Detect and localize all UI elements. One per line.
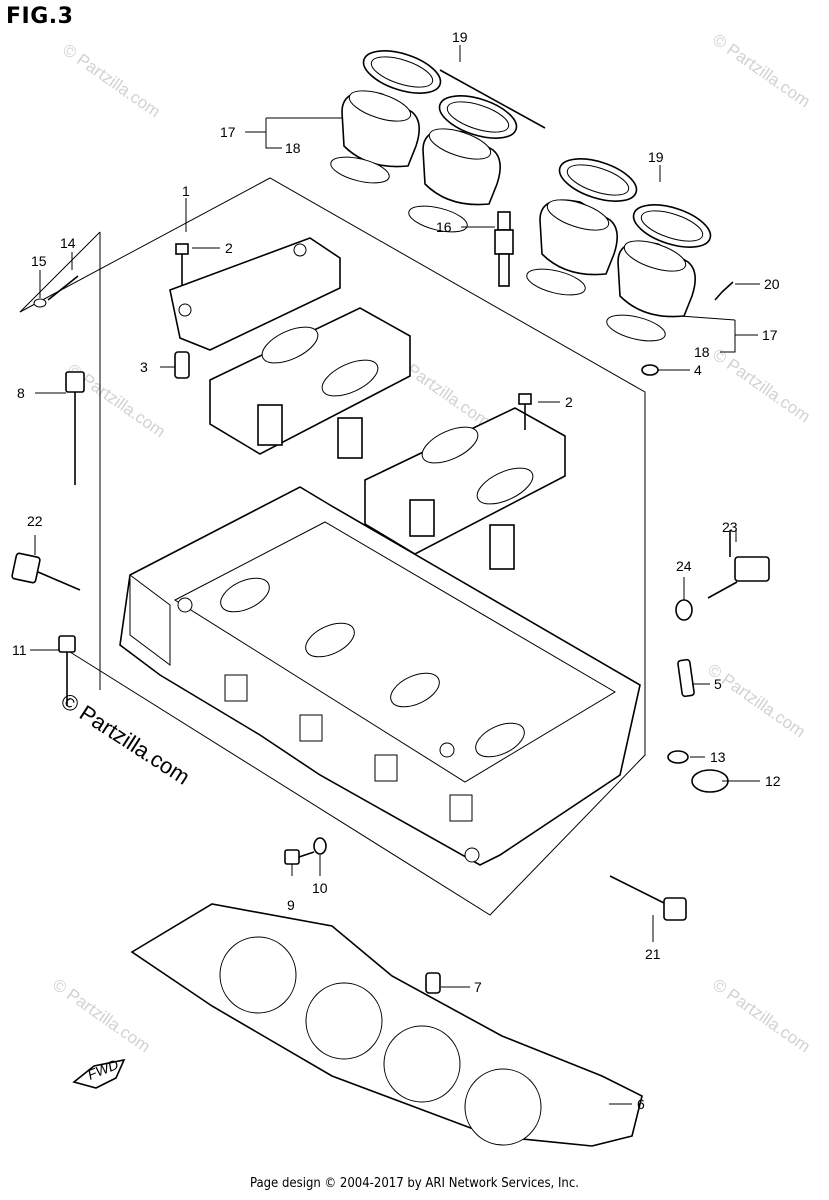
footer-credit: Page design © 2004-2017 by ARI Network S… bbox=[250, 1176, 579, 1191]
bolt-11 bbox=[58, 635, 76, 706]
sensor-23 bbox=[707, 530, 770, 599]
callout-3: 3 bbox=[140, 359, 148, 375]
figure-title: FIG.3 bbox=[6, 4, 74, 29]
callout-2: 2 bbox=[225, 240, 233, 256]
bolt-9 bbox=[284, 837, 327, 865]
callout-19: 19 bbox=[648, 149, 664, 165]
callout-19: 19 bbox=[452, 29, 468, 45]
callout-18: 18 bbox=[285, 140, 301, 156]
callout-2: 2 bbox=[565, 394, 573, 410]
cam-holder-upper bbox=[169, 237, 341, 379]
callout-12: 12 bbox=[765, 773, 781, 789]
cylinder-head bbox=[119, 486, 641, 866]
callout-20: 20 bbox=[764, 276, 780, 292]
cam-holder-right bbox=[364, 393, 566, 570]
callout-4: 4 bbox=[694, 362, 702, 378]
washer-24 bbox=[675, 599, 693, 621]
callout-9: 9 bbox=[287, 897, 295, 913]
callout-21: 21 bbox=[645, 946, 661, 962]
callout-8: 8 bbox=[17, 385, 25, 401]
callout-7: 7 bbox=[474, 979, 482, 995]
callout-17: 17 bbox=[762, 327, 778, 343]
callout-18: 18 bbox=[694, 344, 710, 360]
callout-23: 23 bbox=[722, 519, 738, 535]
bolt-8 bbox=[65, 371, 85, 485]
callouts: 1 2 2 3 4 5 6 7 8 9 10 11 12 13 14 15 16… bbox=[12, 29, 781, 1112]
bolt-21 bbox=[609, 875, 687, 921]
washer bbox=[641, 364, 659, 376]
bolt-22 bbox=[11, 552, 81, 591]
callout-13: 13 bbox=[710, 749, 726, 765]
intake-group-left bbox=[330, 50, 546, 233]
callout-15: 15 bbox=[31, 253, 47, 269]
callout-22: 22 bbox=[27, 513, 43, 529]
o-ring-13 bbox=[667, 750, 689, 764]
callout-6: 6 bbox=[637, 1096, 645, 1112]
spark-plug bbox=[494, 211, 514, 287]
callout-14: 14 bbox=[60, 235, 76, 251]
callout-1: 1 bbox=[182, 183, 190, 199]
head-gasket bbox=[130, 903, 643, 1147]
assembly-outline bbox=[19, 177, 646, 916]
callout-24: 24 bbox=[676, 558, 692, 574]
callout-5: 5 bbox=[714, 676, 722, 692]
callout-17: 17 bbox=[220, 124, 236, 140]
callout-16: 16 bbox=[436, 219, 452, 235]
intake-group-right bbox=[526, 158, 734, 342]
leader-lines bbox=[30, 45, 760, 1105]
fwd-arrow-icon: FWD bbox=[72, 1056, 126, 1089]
dowel-7 bbox=[425, 972, 441, 994]
dowel-5 bbox=[677, 658, 695, 698]
callout-10: 10 bbox=[312, 880, 328, 896]
callout-11: 11 bbox=[12, 642, 27, 658]
fitting-14 bbox=[33, 275, 79, 308]
cam-holder-left bbox=[209, 307, 411, 459]
